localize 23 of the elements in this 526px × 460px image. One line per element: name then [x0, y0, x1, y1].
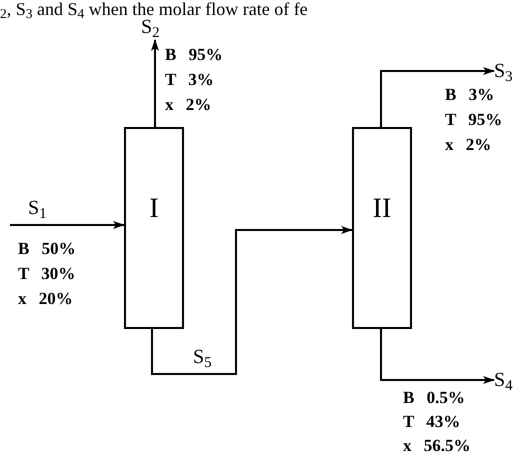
composition-text: x 56.5% [403, 437, 470, 454]
composition-text: T 43% [403, 413, 460, 430]
composition-text: x 20% [18, 290, 73, 307]
composition-text: T 3% [165, 71, 214, 88]
arrow [380, 67, 495, 127]
composition-text: B 0.5% [403, 389, 465, 406]
column-box: I [124, 127, 184, 329]
edge-label: S$_{5}$ [193, 347, 212, 367]
composition-text: x 2% [445, 136, 492, 153]
arrow [10, 221, 125, 229]
stream-label: S$_{3}$ [494, 58, 524, 84]
composition-text: x 2% [165, 96, 212, 113]
column-box: II [352, 127, 412, 329]
composition-text: T 95% [445, 111, 502, 128]
composition-text: B 95% [165, 46, 223, 63]
arrow [380, 329, 495, 384]
composition-text: B 50% [18, 240, 76, 257]
stream-label: S$_{4}$ [494, 367, 524, 393]
composition-text: T 30% [18, 265, 76, 282]
edge-label: S$_{1}$ [28, 198, 47, 218]
arrow [151, 39, 159, 127]
composition-text: B 3% [445, 86, 494, 103]
arrow [151, 226, 353, 375]
